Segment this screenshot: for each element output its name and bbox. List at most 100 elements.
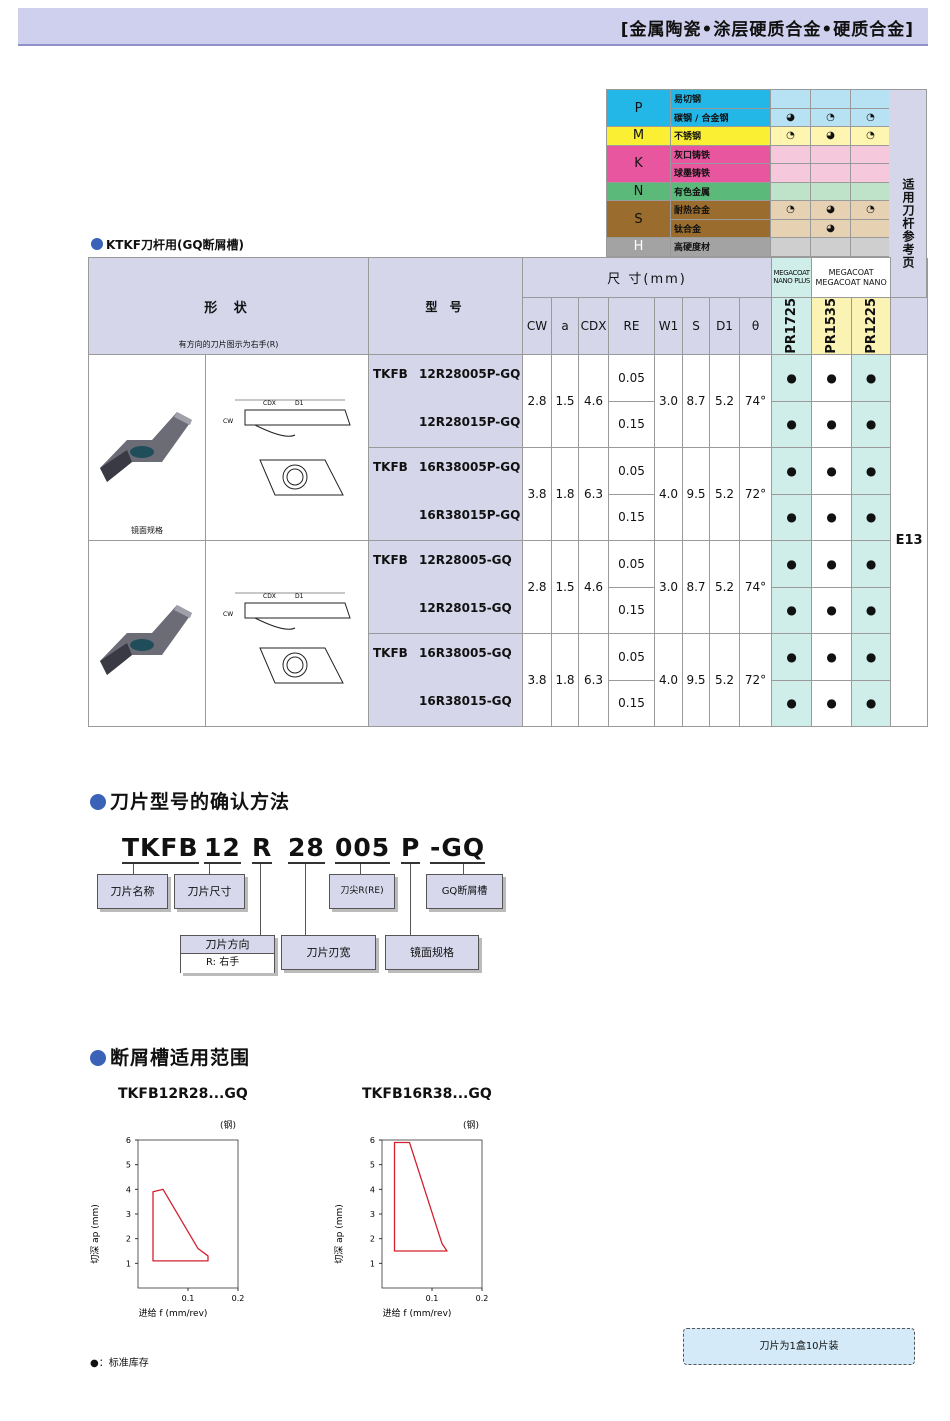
chart1-material: (钢) xyxy=(220,1121,237,1131)
y-tick-label: 6 xyxy=(126,1136,131,1145)
x-tick-label: 0.1 xyxy=(426,1294,439,1303)
grade-PR1535: PR1535 xyxy=(824,298,840,354)
dim-col-3: RE xyxy=(608,297,655,355)
dim-col-5: S xyxy=(682,297,710,355)
material-name: 高硬度材 xyxy=(670,237,771,257)
dim-theta: 74° xyxy=(738,540,773,634)
stock-dot: ● xyxy=(851,493,892,541)
ref-page: E13 xyxy=(890,354,929,727)
svg-text:CW: CW xyxy=(223,611,233,618)
model-prefix: TKFB xyxy=(373,553,408,567)
model-code: 16R38015P-GQ xyxy=(419,508,521,522)
dim-d1: 5.2 xyxy=(709,447,740,541)
dim-col-0: CW xyxy=(522,297,552,355)
stock-dot: ● xyxy=(811,586,853,634)
material-name: 碳钢 / 合金钢 xyxy=(670,107,771,127)
stock-dot: ● xyxy=(851,400,892,448)
y-tick-label: 3 xyxy=(370,1210,375,1219)
material-name: 钛合金 xyxy=(670,218,771,238)
dim-cw: 2.8 xyxy=(522,354,552,448)
dim-s: 8.7 xyxy=(682,540,710,634)
dim-col-2: CDX xyxy=(578,297,609,355)
connector xyxy=(305,864,306,935)
material-name: 有色金属 xyxy=(670,181,771,201)
material-letter-h: H xyxy=(606,237,671,257)
dim-re: 0.05 xyxy=(608,540,655,588)
dim-re: 0.15 xyxy=(608,586,655,634)
suitability-mark: ◕ xyxy=(810,126,851,146)
dim-cw: 2.8 xyxy=(522,540,552,634)
x-tick-label: 0.1 xyxy=(182,1294,195,1303)
connector xyxy=(410,864,411,935)
suitability-mark: ◔ xyxy=(810,107,851,127)
dim-a: 1.5 xyxy=(551,540,579,634)
stock-dot: ● xyxy=(771,540,813,588)
suitability-mark xyxy=(850,89,891,109)
y-tick-label: 2 xyxy=(370,1235,375,1244)
stock-dot: ● xyxy=(811,447,853,495)
suitability-mark xyxy=(850,181,891,201)
suitability-mark xyxy=(770,218,811,238)
insert-photo-2 xyxy=(100,605,192,675)
model-code: 16R38015-GQ xyxy=(419,694,512,708)
model-prefix: TKFB xyxy=(373,367,408,381)
dim-cdx: 4.6 xyxy=(578,354,609,448)
dim-s: 8.7 xyxy=(682,354,710,448)
y-tick-label: 5 xyxy=(126,1161,131,1170)
suitability-mark: ◕ xyxy=(770,107,811,127)
y-tick-label: 1 xyxy=(370,1259,375,1268)
suitability-mark xyxy=(770,237,811,257)
dim-w1: 3.0 xyxy=(654,540,683,634)
stock-dot: ● xyxy=(851,540,892,588)
stock-dot: ● xyxy=(771,400,813,448)
section2-title: 刀片型号的确认方法 xyxy=(90,787,290,814)
side-label: 适用刀杆参考页 xyxy=(901,178,915,269)
coat-plus-label: MEGACOAT NANO PLUS xyxy=(771,257,813,298)
label-mirror: 镜面规格 xyxy=(385,935,479,970)
dim-re: 0.05 xyxy=(608,354,655,402)
stock-dot: ● xyxy=(851,447,892,495)
model-code: 16R38005P-GQ xyxy=(419,460,521,474)
connector xyxy=(360,864,361,874)
code-part-width: 28 xyxy=(288,833,325,864)
suitability-mark: ◕ xyxy=(810,200,851,220)
product-table: 形 状有方向的刀片图示为右手(R) 型 号 尺 寸(mm) MEGACOAT N… xyxy=(88,257,929,727)
svg-text:D1: D1 xyxy=(295,400,304,407)
stock-note: ●：标准库存 xyxy=(90,1358,149,1369)
dim-cdx: 6.3 xyxy=(578,447,609,541)
connector xyxy=(209,864,210,874)
applicable-region xyxy=(393,1141,448,1252)
bullet-icon xyxy=(90,794,106,810)
dim-a: 1.8 xyxy=(551,633,579,727)
y-tick-label: 4 xyxy=(126,1185,131,1194)
svg-text:CDX: CDX xyxy=(263,400,276,407)
chart2-material: (钢) xyxy=(463,1121,480,1131)
dim-a: 1.5 xyxy=(551,354,579,448)
dim-cdx: 6.3 xyxy=(578,633,609,727)
model-prefix: TKFB xyxy=(373,460,408,474)
applicable-region xyxy=(152,1188,209,1262)
suitability-mark xyxy=(850,144,891,164)
y-tick-label: 6 xyxy=(370,1136,375,1145)
stock-dot: ● xyxy=(771,354,813,402)
material-letter-p: P xyxy=(606,89,671,127)
bullet-icon xyxy=(90,1050,106,1066)
grade-PR1225: PR1225 xyxy=(863,298,879,354)
stock-dot: ● xyxy=(811,633,853,681)
stock-dot: ● xyxy=(771,633,813,681)
svg-text:CW: CW xyxy=(223,418,233,425)
dim-w1: 3.0 xyxy=(654,354,683,448)
code-part-tkfb: TKFB xyxy=(122,833,199,864)
suitability-mark: ◔ xyxy=(850,200,891,220)
material-name: 耐热合金 xyxy=(670,200,771,220)
suitability-mark xyxy=(850,218,891,238)
y-tick-label: 2 xyxy=(126,1235,131,1244)
model-code: 12R28015-GQ xyxy=(419,601,512,615)
chart2-title: TKFB16R38...GQ xyxy=(362,1086,492,1102)
pack-note: 刀片为1盒10片装 xyxy=(683,1328,915,1365)
label-name: 刀片名称 xyxy=(97,874,168,909)
suitability-mark: ◕ xyxy=(810,218,851,238)
connector xyxy=(260,864,261,935)
